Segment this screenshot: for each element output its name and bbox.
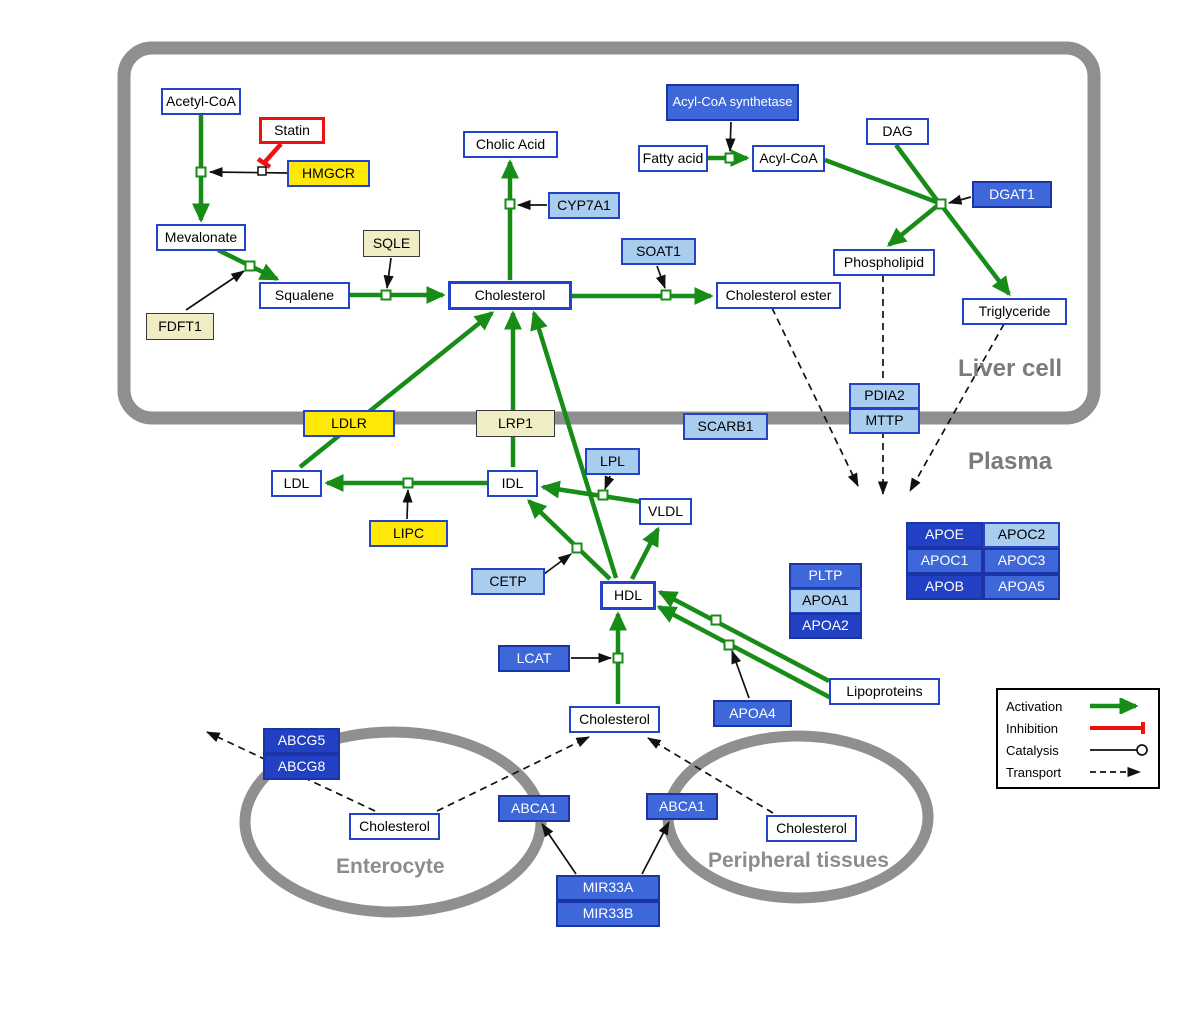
node-abca1-enterocyte[interactable]: ABCA1 bbox=[498, 795, 570, 822]
catalysis-circle-symbol bbox=[1090, 744, 1148, 756]
legend-inhibition-label: Inhibition bbox=[1006, 720, 1059, 736]
node-apoe[interactable]: APOE bbox=[906, 522, 983, 548]
inhibition-edge bbox=[256, 142, 283, 169]
node-fdft1[interactable]: FDFT1 bbox=[146, 313, 214, 340]
node-scarb1[interactable]: SCARB1 bbox=[683, 413, 768, 440]
node-dgat1[interactable]: DGAT1 bbox=[972, 181, 1052, 208]
node-cholesterol-enterocyte[interactable]: Cholesterol bbox=[349, 813, 440, 840]
legend-transport-label: Transport bbox=[1006, 764, 1062, 780]
node-lpl[interactable]: LPL bbox=[585, 448, 640, 475]
node-abca1-peripheral[interactable]: ABCA1 bbox=[646, 793, 718, 820]
node-ldl[interactable]: LDL bbox=[271, 470, 322, 497]
node-sqle[interactable]: SQLE bbox=[363, 230, 420, 257]
node-apoc3[interactable]: APOC3 bbox=[983, 548, 1060, 574]
node-apoc2[interactable]: APOC2 bbox=[983, 522, 1060, 548]
node-cholesterol-plasma[interactable]: Cholesterol bbox=[569, 706, 660, 733]
node-hmgcr[interactable]: HMGCR bbox=[287, 160, 370, 187]
inhibition-bar-symbol bbox=[1090, 722, 1145, 734]
node-cholesterol-ester[interactable]: Cholesterol ester bbox=[716, 282, 841, 309]
activation-edges bbox=[192, 115, 1011, 704]
node-dag[interactable]: DAG bbox=[866, 118, 929, 145]
node-cholesterol-liver[interactable]: Cholesterol bbox=[448, 281, 572, 310]
legend-row-activation: Activation bbox=[1006, 697, 1150, 715]
node-pdia2[interactable]: PDIA2 bbox=[849, 383, 920, 409]
transport-edges bbox=[206, 275, 1005, 814]
node-fatty-acid[interactable]: Fatty acid bbox=[638, 145, 708, 172]
node-apoa1[interactable]: APOA1 bbox=[789, 588, 862, 614]
node-apoa5[interactable]: APOA5 bbox=[983, 574, 1060, 600]
enterocyte-membrane bbox=[239, 726, 547, 918]
node-triglyceride[interactable]: Triglyceride bbox=[962, 298, 1067, 325]
node-abcg5[interactable]: ABCG5 bbox=[263, 728, 340, 754]
legend-row-inhibition: Inhibition bbox=[1006, 719, 1150, 737]
legend-row-transport: Transport bbox=[1006, 763, 1150, 781]
node-lipc[interactable]: LIPC bbox=[369, 520, 448, 547]
legend: Activation Inhibition Catalysis Transpor… bbox=[996, 688, 1160, 789]
node-apob[interactable]: APOB bbox=[906, 574, 983, 600]
node-ldlr[interactable]: LDLR bbox=[303, 410, 395, 437]
peripheral-tissues-label: Peripheral tissues bbox=[708, 849, 889, 872]
node-cholesterol-peripheral[interactable]: Cholesterol bbox=[766, 815, 857, 842]
node-cyp7a1[interactable]: CYP7A1 bbox=[548, 192, 620, 219]
transport-arrow-symbol bbox=[1090, 766, 1142, 778]
node-squalene[interactable]: Squalene bbox=[259, 282, 350, 309]
legend-activation-label: Activation bbox=[1006, 698, 1063, 714]
legend-catalysis-label: Catalysis bbox=[1006, 742, 1059, 758]
node-mttp[interactable]: MTTP bbox=[849, 408, 920, 434]
node-vldl[interactable]: VLDL bbox=[639, 498, 692, 525]
node-acyl-coa-synthetase[interactable]: Acyl-CoA synthetase bbox=[666, 84, 799, 121]
reaction-node-squares bbox=[195, 152, 947, 664]
node-mir33a[interactable]: MIR33A bbox=[556, 875, 660, 901]
node-acyl-coa[interactable]: Acyl-CoA bbox=[752, 145, 825, 172]
node-soat1[interactable]: SOAT1 bbox=[621, 238, 696, 265]
activation-arrow-symbol bbox=[1090, 698, 1139, 714]
node-cholic-acid[interactable]: Cholic Acid bbox=[463, 131, 558, 158]
node-cetp[interactable]: CETP bbox=[471, 568, 545, 595]
node-hdl[interactable]: HDL bbox=[600, 581, 656, 610]
node-lrp1[interactable]: LRP1 bbox=[476, 410, 555, 437]
liver-cell-label: Liver cell bbox=[958, 355, 1063, 382]
node-apoc1[interactable]: APOC1 bbox=[906, 548, 983, 574]
node-mir33b[interactable]: MIR33B bbox=[556, 901, 660, 927]
legend-row-catalysis: Catalysis bbox=[1006, 741, 1150, 759]
node-apoa2[interactable]: APOA2 bbox=[789, 613, 862, 639]
node-apoa4[interactable]: APOA4 bbox=[713, 700, 792, 727]
node-acetyl-coa[interactable]: Acetyl-CoA bbox=[161, 88, 241, 115]
node-phospholipid[interactable]: Phospholipid bbox=[833, 249, 935, 276]
catalysis-edges bbox=[185, 121, 972, 875]
node-abcg8[interactable]: ABCG8 bbox=[263, 754, 340, 780]
liver-cell-membrane bbox=[117, 41, 1101, 425]
node-idl[interactable]: IDL bbox=[487, 470, 538, 497]
node-statin[interactable]: Statin bbox=[259, 117, 325, 144]
node-pltp[interactable]: PLTP bbox=[789, 563, 862, 589]
node-lcat[interactable]: LCAT bbox=[498, 645, 570, 672]
enterocyte-label: Enterocyte bbox=[336, 855, 445, 878]
node-mevalonate[interactable]: Mevalonate bbox=[156, 224, 246, 251]
plasma-label: Plasma bbox=[968, 448, 1053, 475]
node-lipoproteins[interactable]: Lipoproteins bbox=[829, 678, 940, 705]
